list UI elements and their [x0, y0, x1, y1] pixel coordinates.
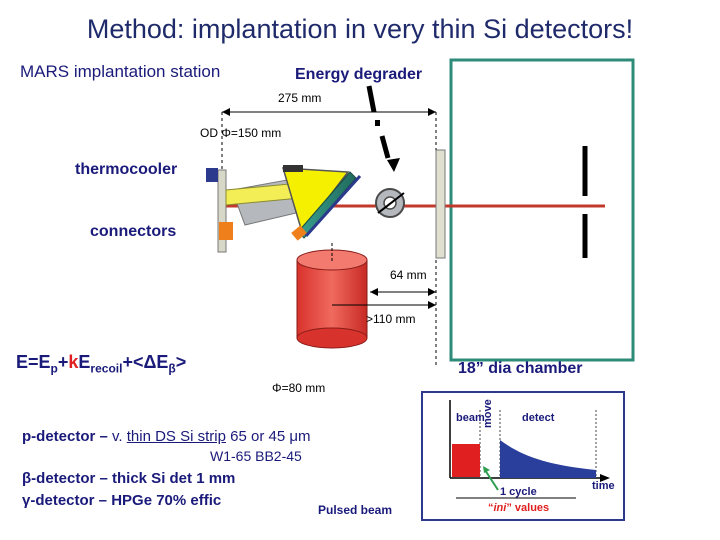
phi80-label: Φ=80 mm — [272, 381, 326, 395]
connector-diamond — [291, 225, 307, 241]
p-detector-ids: W1-65 BB2-45 — [210, 448, 302, 464]
ini-open: “ — [488, 502, 494, 514]
beam-bar — [452, 444, 480, 477]
connector-block-left — [219, 222, 233, 240]
cycle-arrow — [484, 469, 499, 491]
inset-cycle-label: 1 cycle — [500, 486, 537, 498]
inset-detect-label: detect — [522, 412, 555, 424]
connectors-label: connectors — [90, 223, 177, 240]
gamma-detector-line: γ-detector – HPGe 70% effic — [22, 492, 222, 509]
eq-delta: +<ΔE — [122, 352, 169, 372]
flange-plate-right — [435, 149, 446, 259]
eq-sub-p: p — [50, 361, 58, 376]
dim-275-label: 275 mm — [278, 91, 322, 105]
dim-110-label: >110 mm — [366, 312, 416, 326]
p-detector-thickness: 65 or 45 μm — [225, 428, 311, 445]
eq-k: k — [68, 352, 79, 372]
p-detector-head: p-detector – — [22, 428, 113, 445]
p-detector-type: thin DS Si strip — [126, 428, 226, 445]
eq-e3: E — [78, 352, 91, 372]
od-label: OD Φ=150 mm — [200, 126, 282, 140]
top-cap — [283, 165, 303, 172]
inset-ini-label: “ini” values — [488, 502, 549, 514]
chamber-frame — [449, 58, 635, 362]
blue-strip — [304, 174, 362, 238]
inset-move-text: move — [482, 399, 494, 428]
station-label: MARS implantation station — [20, 62, 221, 81]
dim-64-label: 64 mm — [390, 268, 427, 282]
energy-equation: E=Ep+kErecoil+<ΔEβ> — [16, 352, 186, 376]
beta-detector-line: β-detector – thick Si det 1 mm — [22, 470, 236, 487]
thermocooler-block — [206, 168, 218, 182]
degrader-label: Energy degrader — [295, 66, 423, 83]
ini-close: ” values — [506, 502, 550, 514]
degrader-arm-mid — [379, 135, 391, 159]
decay-curve — [500, 440, 596, 478]
page-title: Method: implantation in very thin Si det… — [86, 14, 634, 44]
eq-close: > — [175, 352, 187, 372]
inset-beam-label: beam — [456, 412, 485, 424]
flange-plate-left — [217, 169, 227, 253]
pulsed-beam-label: Pulsed beam — [318, 503, 393, 517]
inset-time-label: time — [592, 480, 615, 492]
chamber-label: 18” dia chamber — [458, 360, 583, 377]
thermocooler-label: thermocooler — [75, 161, 178, 178]
eq-sub-recoil: recoil — [90, 361, 123, 376]
eq-sub-beta: β — [168, 361, 176, 376]
p-detector-mid: v. — [112, 428, 127, 445]
p-detector-line: p-detector – v. thin DS Si strip 65 or 4… — [22, 428, 310, 445]
degrader-arm-top — [366, 85, 377, 113]
degrader-arrowhead — [387, 158, 400, 172]
eq-e1: E=E — [16, 352, 51, 372]
ini-text: ini — [493, 502, 507, 514]
eq-plus: + — [57, 352, 69, 372]
cylinder-body — [296, 259, 368, 339]
degrader-arm-dot — [375, 120, 380, 126]
